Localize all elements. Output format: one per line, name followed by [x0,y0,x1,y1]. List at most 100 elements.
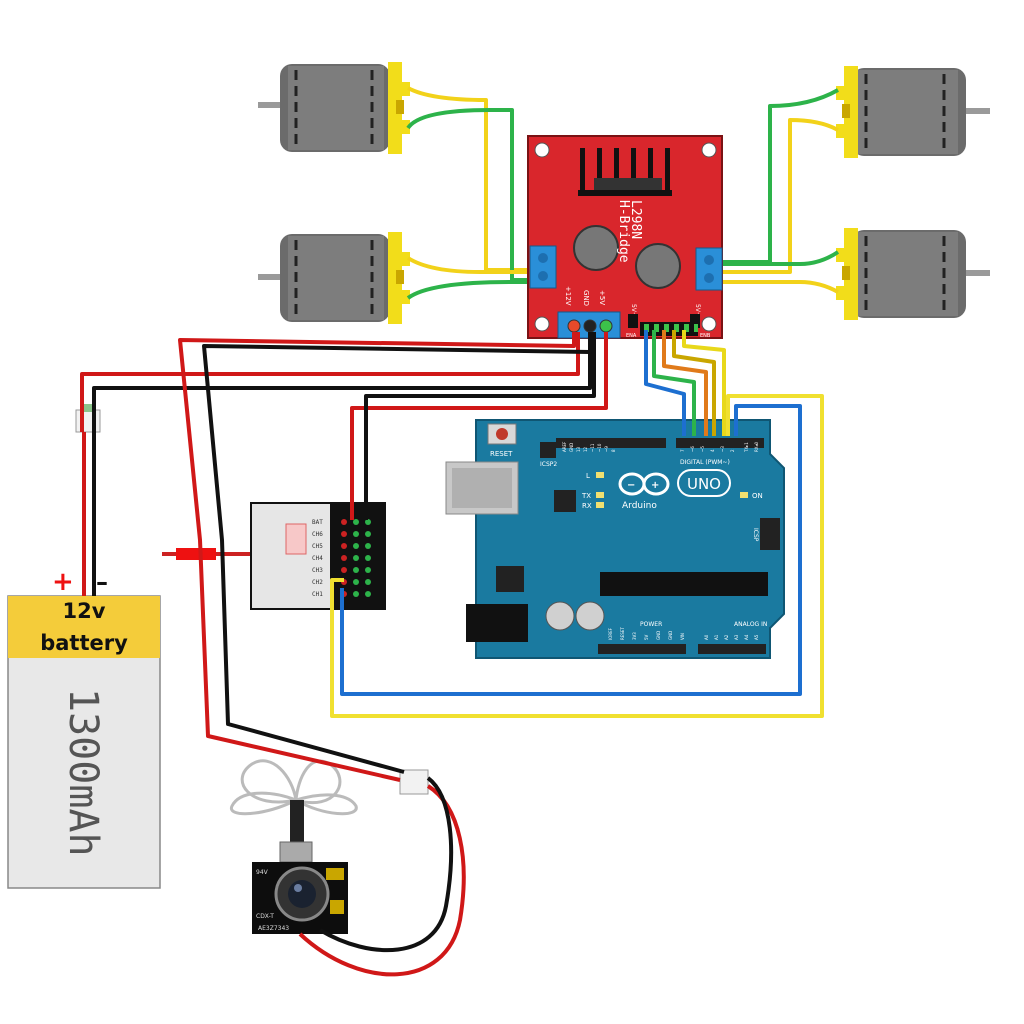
digital-label: DIGITAL (PWM~) [680,459,730,466]
uno-text: UNO [687,475,721,493]
heatsink [578,148,672,196]
digital-pin-label: TX▸1 [744,442,749,453]
digital-pin-label: RX◂0 [754,441,759,452]
receiver-pin-label: CH4 [312,555,323,562]
digital-header-right [676,438,764,448]
camera-connector [399,769,429,795]
analog-pin-label: A5 [754,634,759,640]
power-pin-label: IOREF [608,627,613,640]
l298n-hbridge: L298N H-Bridge +12V GND +5V 5V+ 5V+ [527,135,723,339]
camera-label-serial: AE3Z7343 [258,925,289,932]
digital-pin-label: 2 [730,449,735,452]
pin-label-5v-left: 5V+ [630,304,637,317]
digital-pin-label: 7 [680,449,685,452]
digital-pin-label: 4 [710,449,715,452]
power-header [598,644,686,654]
motor-top-right [836,66,990,158]
motor-top-left [258,62,410,154]
icsp-header [760,518,780,550]
arduino-uno: RESET ICSP2 DIGITAL (PWM~) AREF GND 13 1… [445,419,785,659]
battery-minus-label: – [96,568,108,596]
capacitor [635,243,681,289]
svg-text:−: − [627,480,635,491]
digital-pin-label: ~3 [720,446,725,452]
svg-text:+: + [651,480,659,491]
analog-header [698,644,766,654]
receiver-pin-label: BAT [312,519,323,526]
power-jack [466,604,528,642]
arduino-logo: − + UNO Arduino [618,469,731,511]
battery-plus-label: + [52,567,74,597]
pin-label-enb: ENB [700,333,711,339]
receiver-pin-label: CH2 [312,579,323,586]
chip-label: L298N [628,200,643,239]
digital-pin-label: ~5 [700,446,705,452]
power-pin-label: 3V3 [632,632,637,640]
digital-header-left [556,438,666,448]
receiver-pin-labels: BAT CH6 CH5 CH4 CH3 CH2 CH1 [312,519,323,598]
led-l-label: L [586,472,590,480]
analog-pin-label: A4 [744,634,749,640]
terminal-out-right [695,247,723,291]
tx-label: TX [581,492,591,500]
digital-pin-label: ~10 [597,443,602,452]
pin-label-12v: +12V [564,286,572,306]
power-pin-labels: IOREF RESET 3V3 5V GND GND VIN [608,627,685,640]
digital-pin-label: ~11 [590,443,595,452]
arduino-brand: Arduino [622,501,657,511]
power-pin-label: RESET [620,627,625,640]
atmega-chip [600,572,768,596]
analog-label: ANALOG IN [734,621,767,628]
pin-label-gnd: GND [582,290,590,306]
icsp2-header [540,442,556,458]
analog-pin-labels: A0 A1 A2 A3 A4 A5 [704,634,759,640]
fpv-camera: 94V CDX-T AE3Z7343 [230,759,429,934]
board-name: H-Bridge [616,200,631,263]
battery-capacity: 1300mAh [60,688,106,857]
battery-label: battery [40,631,128,655]
capacitor [573,225,619,271]
icsp2-label: ICSP2 [540,461,557,468]
receiver-pin-label: CH1 [312,591,323,598]
reset-label: RESET [490,450,513,458]
receiver-header [341,519,371,597]
digital-pin-label: 8 [611,449,616,452]
digital-pin-label: 12 [583,446,588,452]
pin-label-ena: ENA [626,333,637,339]
battery-voltage: 12v [63,599,106,623]
battery-connector [75,409,101,433]
pin-label-5v: +5V [598,290,606,305]
digital-pin-labels: AREF GND 13 12 ~11 ~10 ~9 8 7 ~6 ~5 4 ~3… [562,441,759,453]
power-pin-label: 5V [644,634,649,640]
analog-pin-label: A1 [714,634,719,640]
digital-pin-label: ~9 [604,446,609,452]
receiver-pin-label: CH6 [312,531,323,538]
receiver-pin-label: CH5 [312,543,323,550]
power-pin-label: GND [668,631,673,640]
rx-label: RX [582,502,592,510]
usb-chip [554,490,576,512]
analog-pin-label: A2 [724,634,729,640]
motor-wires [406,86,840,300]
battery: 12v battery 1300mAh + – [7,404,161,889]
power-label: POWER [640,621,662,628]
pin-label-5v-right: 5V+ [694,304,701,317]
rc-receiver: BAT CH6 CH5 CH4 CH3 CH2 CH1 [162,502,386,610]
motor-mid-right [836,228,990,320]
icsp-label: ICSP [752,528,759,542]
terminal-out-left [529,245,557,289]
camera-label-cdx: CDX-T [256,913,274,920]
digital-pin-label: GND [569,443,574,452]
analog-pin-label: A0 [704,634,709,640]
wires [80,330,824,977]
motor-mid-left [258,232,410,324]
on-label: ON [752,492,763,500]
digital-pin-label: AREF [562,441,567,452]
camera-label-94v: 94V [256,869,269,876]
power-pin-label: VIN [680,633,685,640]
power-pin-label: GND [656,631,661,640]
analog-pin-label: A3 [734,634,739,640]
voltage-regulator [496,566,524,592]
digital-pin-label: 13 [576,446,581,452]
